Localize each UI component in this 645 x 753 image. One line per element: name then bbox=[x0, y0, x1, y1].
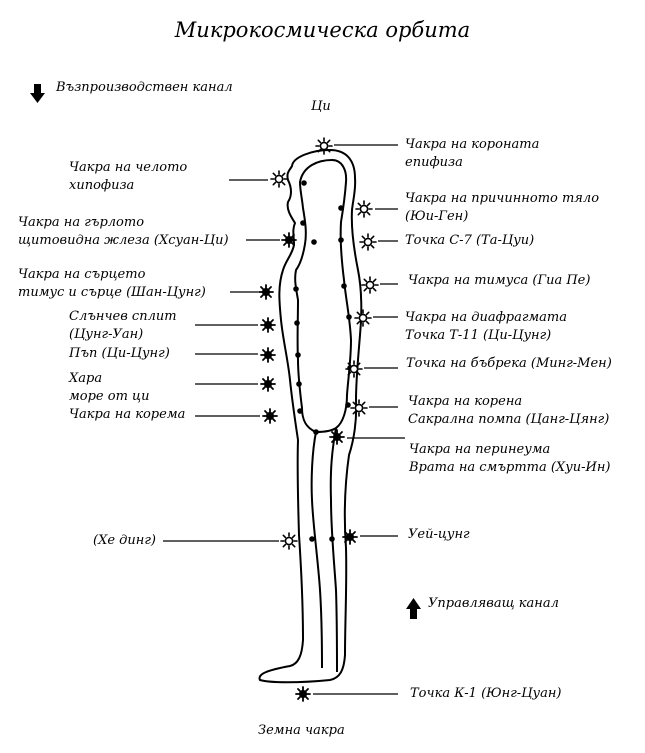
heding-point-icon bbox=[280, 532, 298, 550]
heding-label: (Хе динг) bbox=[93, 533, 156, 548]
kidney-point-icon bbox=[345, 360, 363, 378]
reproductive-channel-label: Възпроизводствен канал bbox=[56, 80, 233, 95]
solar-plexus-icon bbox=[260, 317, 276, 333]
weizhong-point-icon bbox=[342, 529, 358, 545]
heart-chakra-icon bbox=[258, 284, 274, 300]
down-arrow-icon bbox=[30, 84, 45, 103]
hara-icon bbox=[260, 376, 276, 392]
belly-label: Чакра на корема bbox=[69, 407, 186, 422]
qi-label: Ци bbox=[311, 99, 331, 114]
crown-chakra-icon bbox=[315, 137, 333, 155]
orbit-dots bbox=[293, 180, 353, 542]
sacral-chakra-icon bbox=[350, 399, 368, 417]
leader-lines bbox=[163, 144, 405, 695]
causal-label: Чакра на причинното тяло(Юи-Ген) bbox=[405, 191, 600, 224]
k1-label: Точка К-1 (Юнг-Цуан) bbox=[410, 686, 562, 701]
thymus-chakra-icon bbox=[361, 276, 379, 294]
leg-line-front bbox=[310, 431, 323, 669]
navel-label: Пъп (Ци-Цунг) bbox=[69, 346, 170, 361]
c7-label: Точка С-7 (Та-Цуи) bbox=[405, 233, 535, 248]
orbit-path bbox=[294, 158, 353, 434]
earth-chakra-label: Земна чакра bbox=[258, 723, 345, 738]
thymus-label: Чакра на тимуса (Гиа Пе) bbox=[408, 273, 591, 288]
causal-chakra-icon bbox=[355, 200, 373, 218]
leg-line-back bbox=[329, 427, 338, 673]
throat-chakra-icon bbox=[281, 232, 297, 248]
kidney-label: Точка на бъбрека (Минг-Мен) bbox=[406, 356, 612, 371]
forehead-chakra-icon bbox=[270, 170, 288, 188]
navel-point-icon bbox=[260, 347, 276, 363]
solar-plexus-label: Слънчев сплит(Цунг-Уан) bbox=[69, 309, 177, 342]
page-title: Микрокосмическа орбита bbox=[174, 18, 471, 42]
belly-chakra-icon bbox=[262, 408, 278, 424]
up-arrow-icon bbox=[406, 598, 421, 619]
c7-point-icon bbox=[359, 233, 377, 251]
perineum-chakra-icon bbox=[329, 429, 345, 445]
governing-channel-label: Управляващ канал bbox=[428, 596, 559, 611]
weizhong-label: Уей-цунг bbox=[408, 527, 470, 542]
diaphragm-chakra-icon bbox=[354, 309, 372, 327]
earth-k1-icon bbox=[295, 686, 311, 702]
